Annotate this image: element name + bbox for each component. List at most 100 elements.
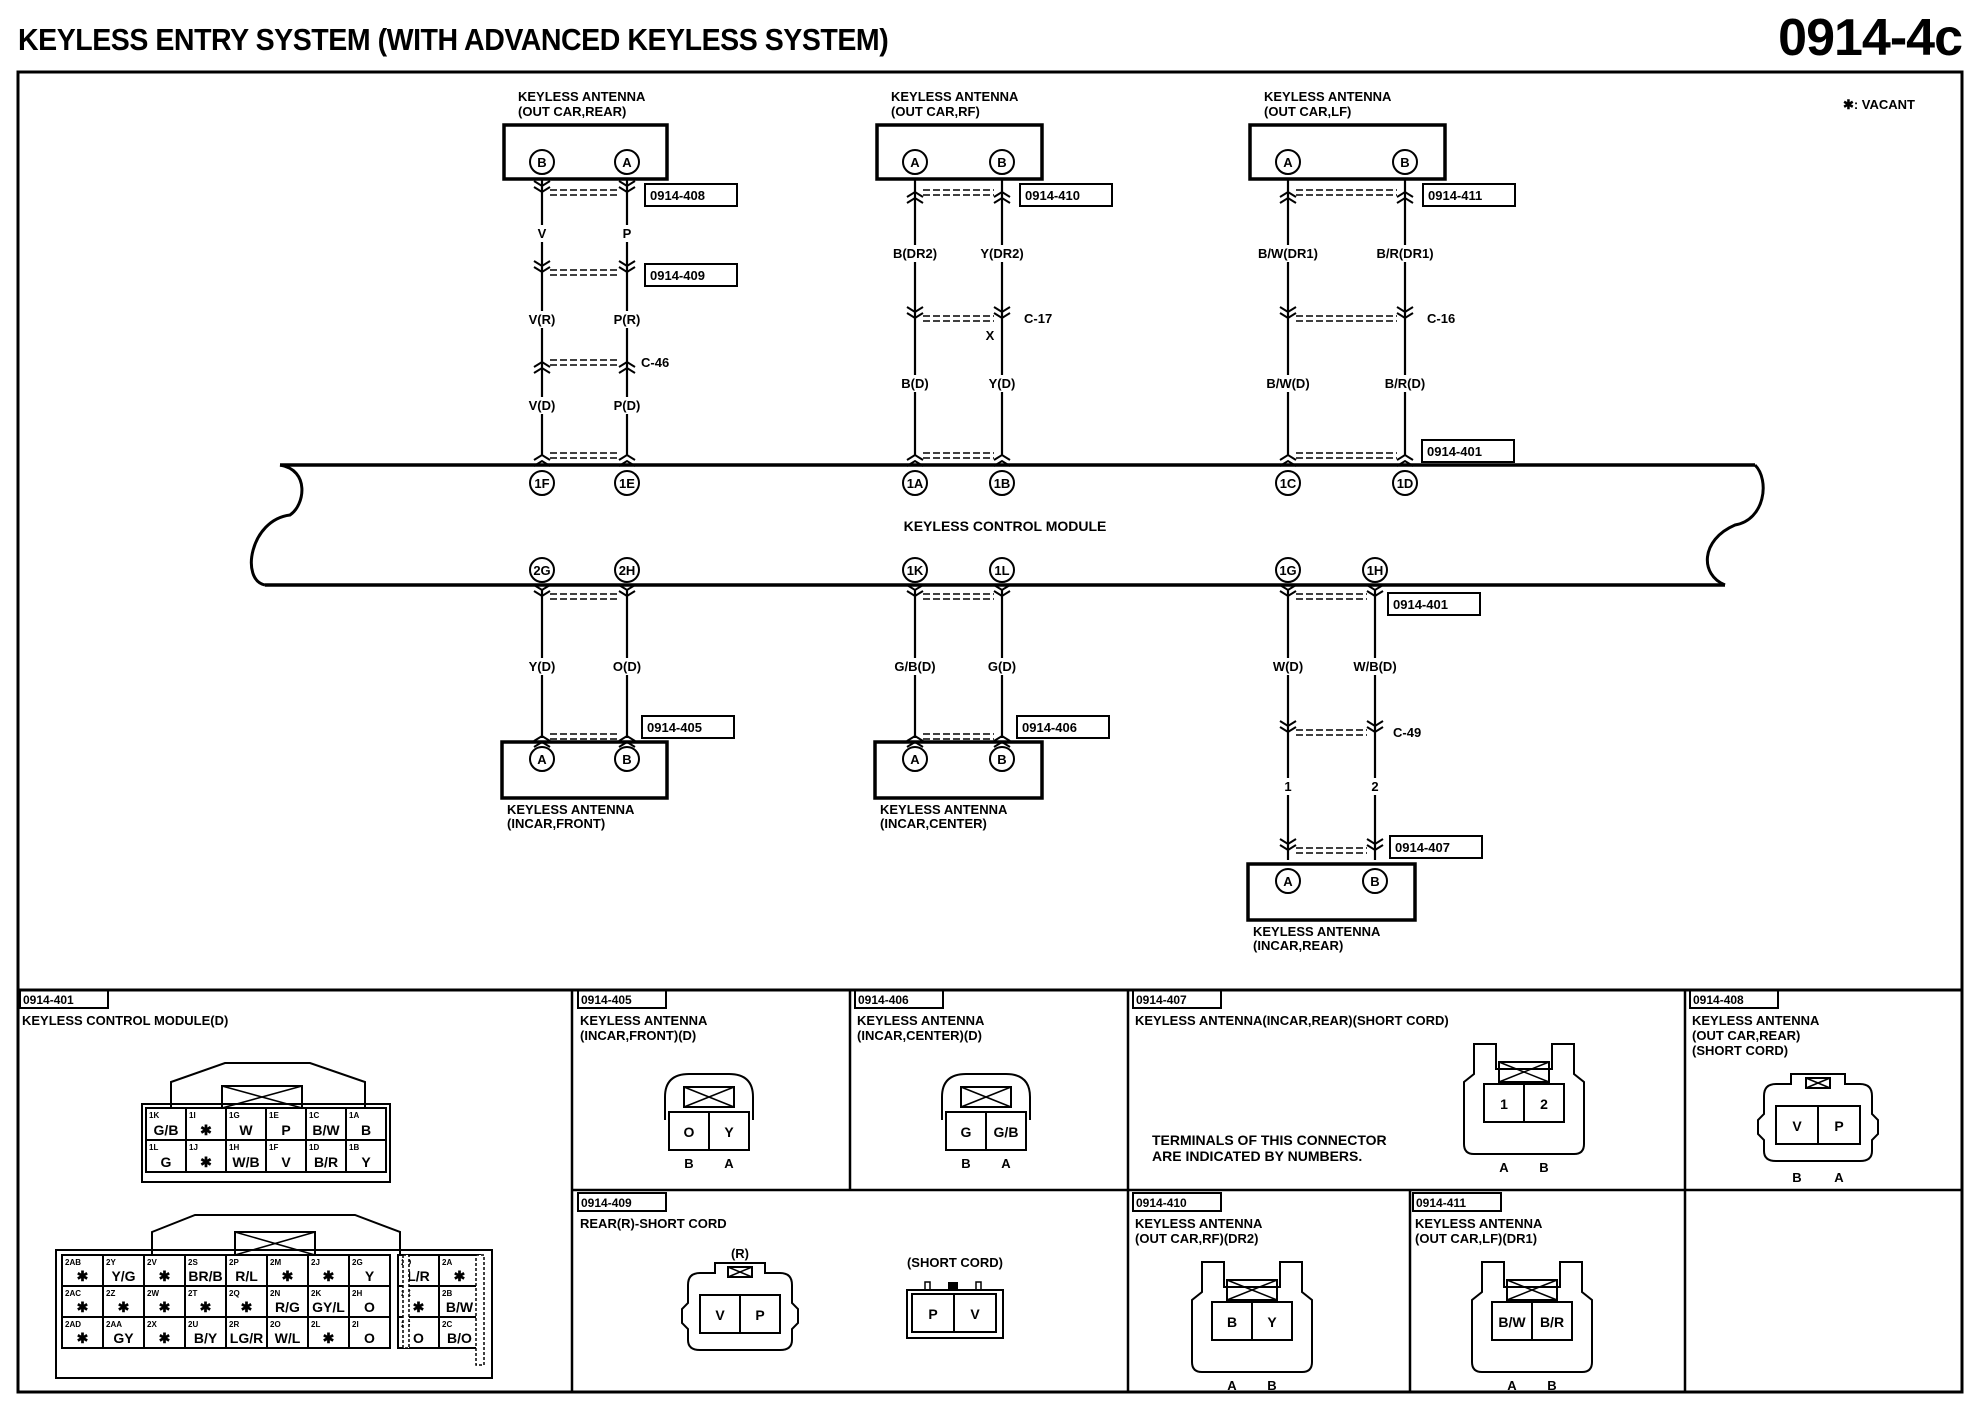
chevron-stroke	[533, 180, 551, 188]
terminal-wire-color: ✱	[282, 1268, 294, 1284]
vacant-legend: ✱: VACANT	[1843, 97, 1915, 112]
terminal-wire-color: O	[364, 1330, 375, 1346]
connector-ref-outline	[644, 263, 738, 287]
terminal-wire-color: W/L	[275, 1330, 301, 1346]
terminal-wire-color: G	[161, 1154, 172, 1170]
terminal-wire-color: B/O	[447, 1330, 472, 1346]
terminal-pin-letter: B	[1539, 1160, 1548, 1175]
wire-color-label: B/W(D)	[1266, 376, 1309, 391]
panel-ref-label: 0914-410	[1136, 1196, 1187, 1210]
chevron-stroke	[533, 734, 551, 742]
pin-circle-outline	[1275, 149, 1301, 175]
terminal-pin-id: 2S	[188, 1258, 198, 1267]
terminal-wire-color: O	[413, 1330, 424, 1346]
hatch-bar	[402, 1254, 410, 1349]
module-pin: 1B	[989, 470, 1015, 496]
terminal-cell	[1523, 1083, 1565, 1123]
antenna-pin: A	[1275, 868, 1301, 894]
terminal-pin-id: 1E	[269, 1111, 279, 1120]
connector-housing	[1191, 1261, 1313, 1373]
terminal-pin-id: 2R	[229, 1320, 239, 1329]
terminal-wire-color: ✱	[241, 1299, 253, 1315]
antenna-location: (INCAR,FRONT)	[507, 816, 605, 831]
connector-ref-label: 0914-405	[647, 720, 702, 735]
terminal-pin-letter: A	[1499, 1160, 1509, 1175]
chevron-stroke	[1396, 453, 1414, 461]
module-left-curve	[249, 463, 304, 587]
connector-ref-label: 0914-401	[1393, 597, 1448, 612]
panel-title: KEYLESS ANTENNA	[1135, 1216, 1263, 1231]
antenna-pin: A	[902, 149, 928, 175]
terminal-wire-color: V	[970, 1306, 980, 1322]
terminal-pin-id: 1F	[269, 1143, 278, 1152]
chevron-stroke	[1279, 453, 1297, 461]
label-bg	[1335, 778, 1415, 795]
terminal-wire-color: Y	[724, 1124, 734, 1140]
terminal-pin-id: 2H	[352, 1289, 362, 1298]
terminal-wire-color: Y	[365, 1268, 375, 1284]
module-right-curve	[1705, 463, 1765, 587]
pin-label: B	[1370, 874, 1379, 889]
terminal-wire-color: P	[928, 1306, 937, 1322]
label-bg	[875, 658, 955, 675]
antenna-pin: B	[1362, 868, 1388, 894]
module-pin: 1L	[989, 557, 1015, 583]
pin-label: B	[622, 752, 631, 767]
connector-chevron-icon	[1279, 453, 1297, 467]
pin-circle-outline	[1362, 868, 1388, 894]
terminal-pin-id: 1K	[149, 1111, 159, 1120]
chevron-stroke	[618, 459, 636, 467]
terminal-pin-letter: B	[1792, 1170, 1801, 1185]
connector-ref-label: 0914-411	[1428, 188, 1482, 203]
terminal-pin-id: 2N	[270, 1289, 280, 1298]
wire-color-label: G(D)	[988, 659, 1016, 674]
pin-circle-outline	[614, 149, 640, 175]
wire-color-label: W(D)	[1273, 659, 1303, 674]
lock-cross	[1498, 1061, 1550, 1083]
terminal-pin-id: 2T	[188, 1289, 197, 1298]
junction-label: C-17	[1024, 311, 1052, 326]
wire-color-label: Y(D)	[529, 659, 556, 674]
chevron-stroke	[1396, 306, 1414, 314]
chevron-stroke	[618, 180, 636, 188]
lock-box	[1506, 1279, 1558, 1301]
chevron-stroke	[993, 196, 1011, 204]
panel-ref-label: 0914-405	[581, 993, 632, 1007]
chevron-stroke	[993, 312, 1011, 320]
hatch-bar	[475, 1254, 485, 1366]
connector-outline	[55, 1249, 493, 1379]
panel-note: TERMINALS OF THIS CONNECTOR	[1152, 1132, 1387, 1148]
connector-ref-label: 0914-408	[650, 188, 705, 203]
wire-color-label: V	[538, 226, 547, 241]
antenna-pin: B	[1392, 149, 1418, 175]
terminal-wire-color: G/B	[154, 1122, 179, 1138]
antenna-box	[500, 740, 669, 800]
connector-outline	[141, 1103, 391, 1183]
terminal-wire-color: V	[715, 1307, 725, 1323]
label-bg	[502, 311, 582, 328]
chevron-stroke	[993, 459, 1011, 467]
terminal-pin-letter: B	[1267, 1378, 1276, 1393]
antenna-pin: B	[614, 746, 640, 772]
chevron-stroke	[906, 453, 924, 461]
connector-chevron-icon	[1279, 838, 1297, 852]
panel-title: (INCAR,FRONT)(D)	[580, 1028, 696, 1043]
chevron-stroke	[993, 734, 1011, 742]
wire-color-label: G/B(D)	[894, 659, 935, 674]
terminal-pin-letter: A	[1227, 1378, 1237, 1393]
chevron-stroke	[906, 312, 924, 320]
label-bg	[1365, 245, 1445, 262]
panel-ref-box	[577, 1192, 667, 1212]
terminal-cell	[1817, 1105, 1861, 1145]
connector-housing	[906, 1289, 1004, 1339]
module-label: KEYLESS CONTROL MODULE	[904, 518, 1107, 534]
label-bg	[502, 658, 582, 675]
connector-chevron-icon	[1366, 838, 1384, 852]
chevron-stroke	[533, 453, 551, 461]
chevron-stroke	[533, 360, 551, 368]
pin-label: 1K	[907, 563, 924, 578]
terminal-wire-color: B/R	[1540, 1314, 1564, 1330]
